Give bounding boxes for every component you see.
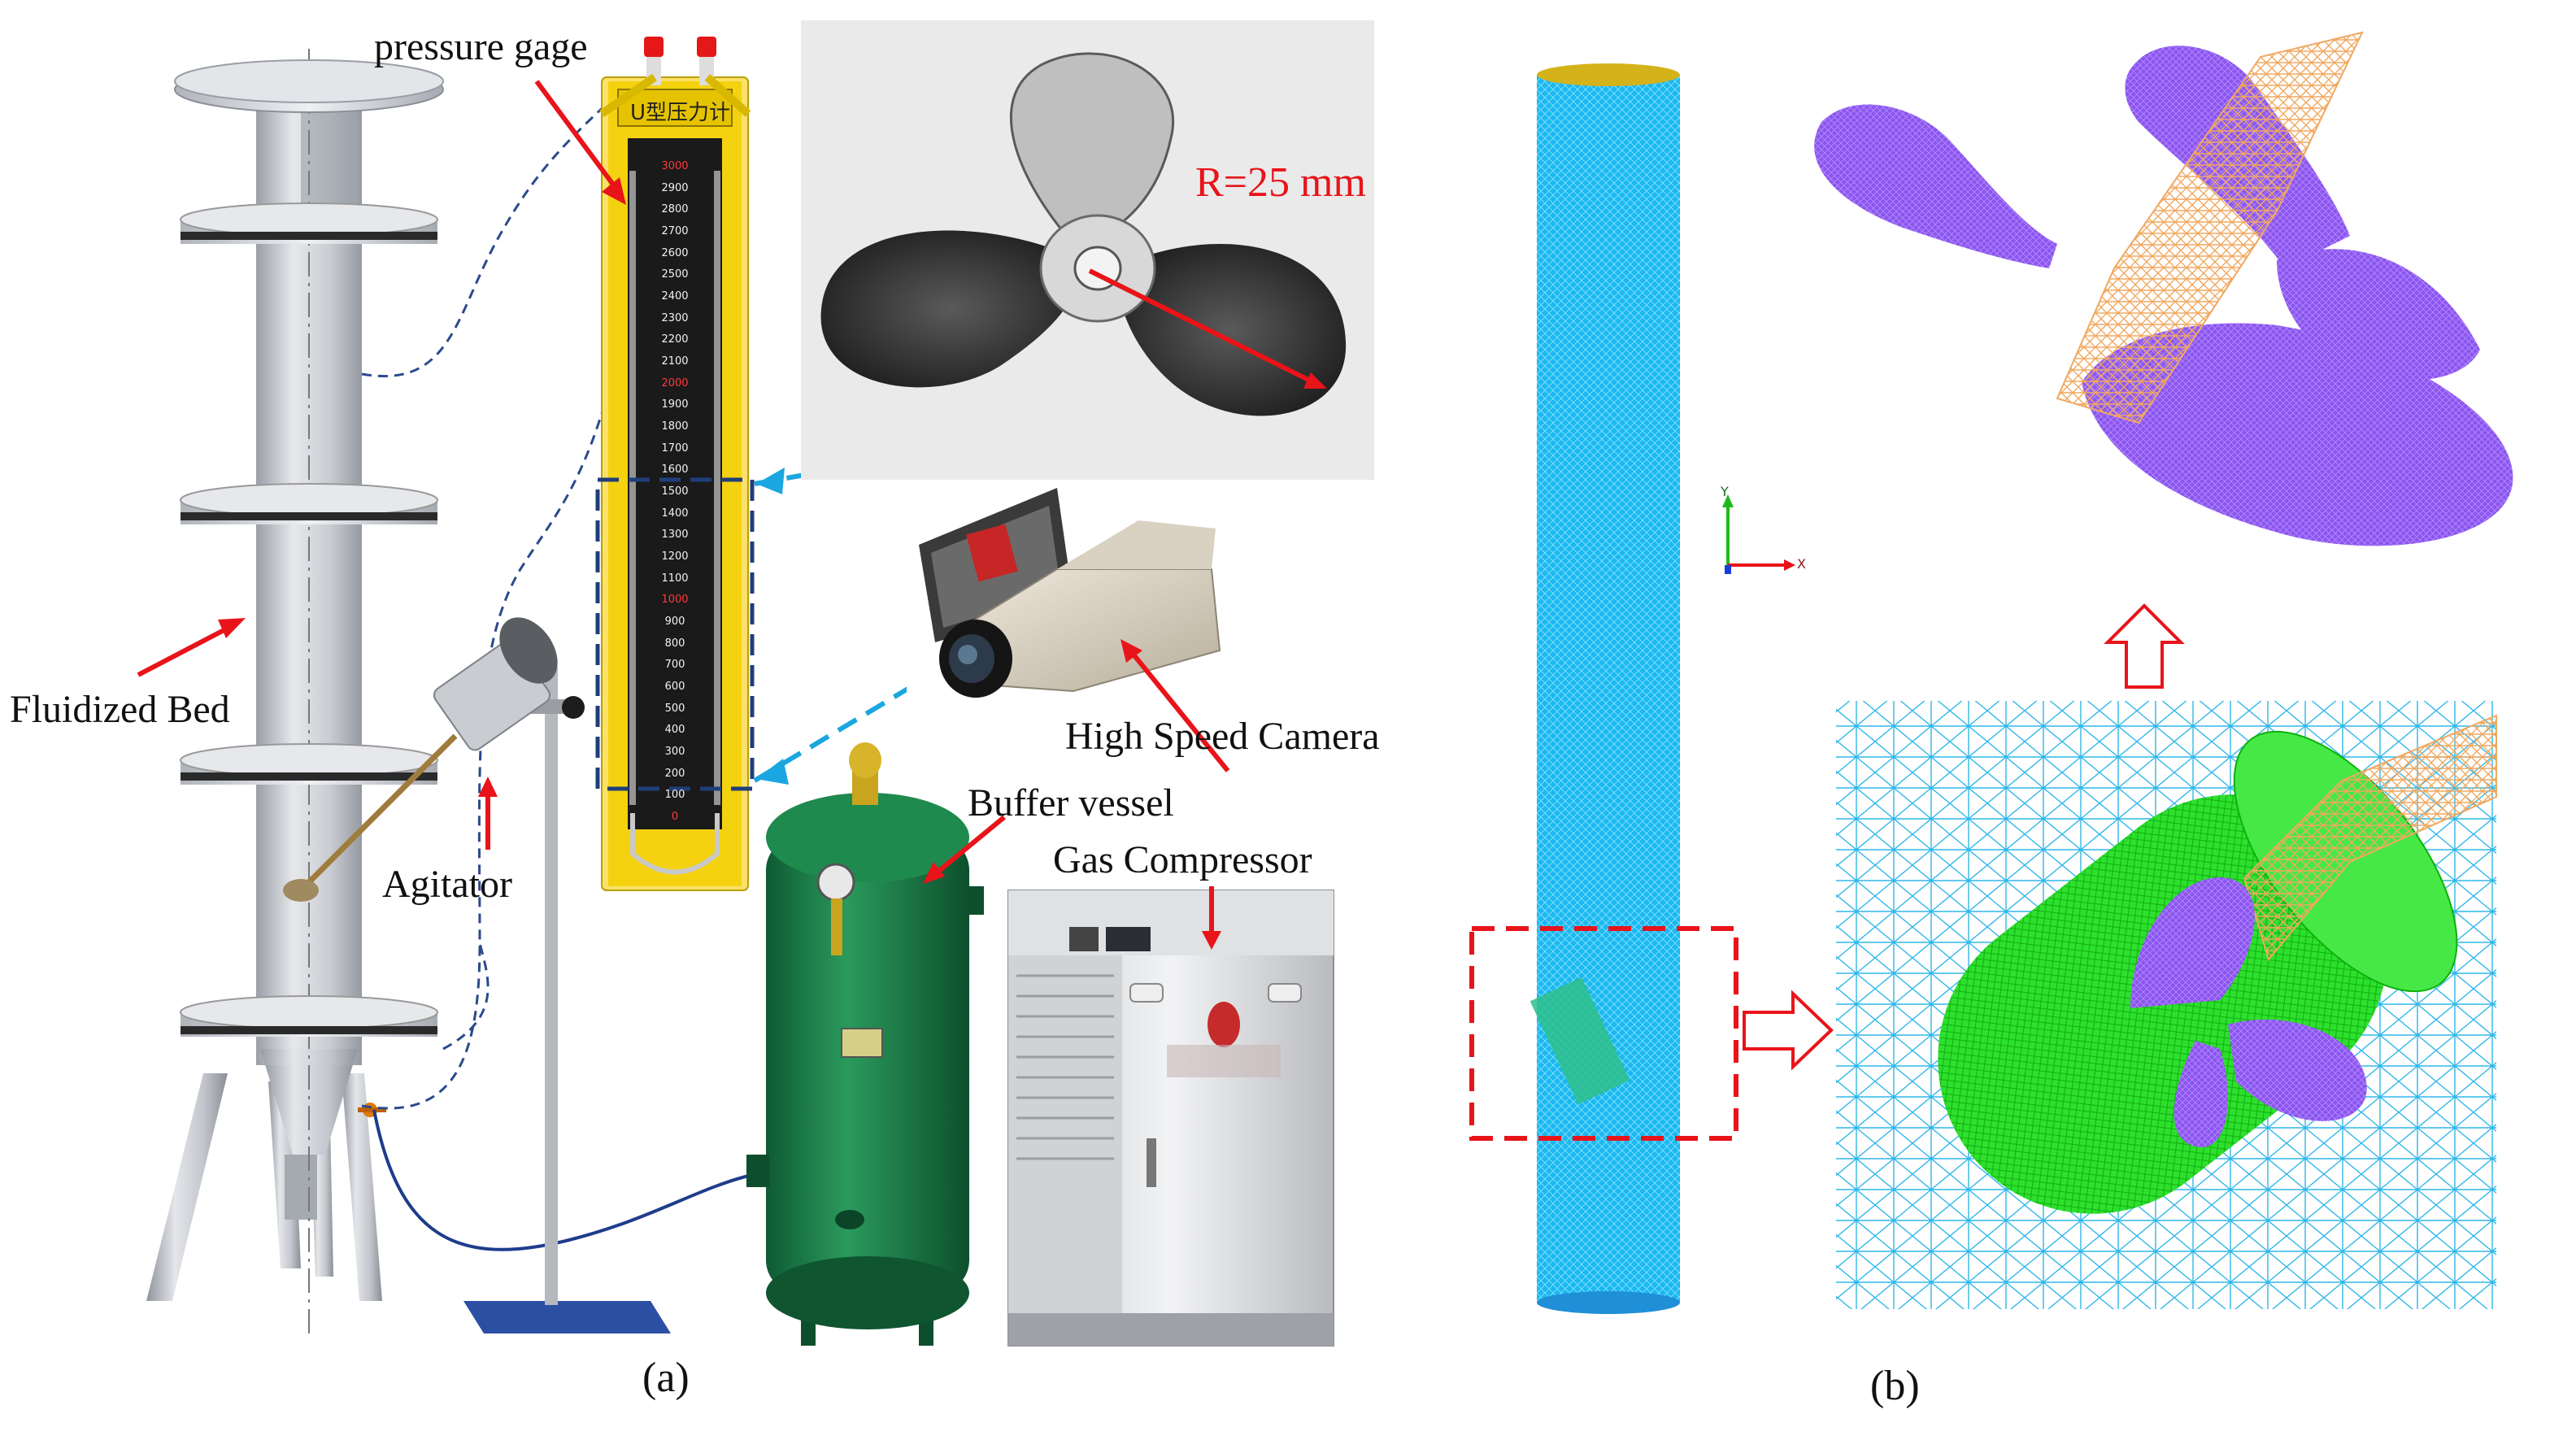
agitator-motor [283, 617, 558, 902]
manometer-tick-label: 1900 [661, 398, 689, 411]
manometer-tick-label: 1700 [661, 442, 689, 455]
panel-b: Y X (b) [1464, 0, 2576, 1440]
manometer-tick-label: 1500 [661, 485, 689, 498]
label-gas-compressor: Gas Compressor [1053, 838, 1312, 881]
label-high-speed-camera: High Speed Camera [1065, 715, 1380, 758]
caption-a: (a) [642, 1355, 690, 1401]
manometer-tick-label: 1600 [661, 463, 689, 476]
high-speed-camera-photo [907, 488, 1221, 703]
label-agitator: Agitator [382, 863, 512, 906]
pressure-tubes [361, 89, 652, 1110]
flange-top [174, 59, 444, 113]
column-mesh [1530, 63, 1680, 1314]
zoom-arrow-up [2104, 603, 2185, 689]
gas-compressor [1007, 890, 1334, 1346]
buffer-vessel [746, 742, 984, 1346]
axis-y-label: Y [1721, 484, 1729, 499]
manometer-tick-label: 2800 [661, 203, 689, 216]
manometer-tick-label: 0 [671, 811, 679, 823]
label-buffer-vessel: Buffer vessel [968, 781, 1174, 824]
flange-3 [180, 743, 438, 785]
panel-b-drawing [1469, 31, 2513, 1314]
manometer-tick-label: 1400 [661, 507, 689, 520]
manometer-tick-label: 2700 [661, 225, 689, 237]
impeller-photo [801, 20, 1374, 480]
axis-x-label: X [1797, 556, 1806, 572]
manometer-tick-label: 500 [664, 702, 685, 715]
zoom-arrow-right [1743, 990, 1834, 1071]
manometer-tick-label: 100 [664, 789, 685, 802]
manometer-tick-label: 1200 [661, 550, 689, 563]
manometer [599, 37, 751, 891]
fluidized-bed [146, 49, 444, 1333]
label-fluidized-bed: Fluidized Bed [10, 688, 230, 731]
manometer-tick-label: 200 [664, 767, 685, 780]
manometer-tick-label: 900 [664, 616, 685, 628]
flange-2 [180, 483, 438, 524]
axis-triad [1722, 494, 1795, 574]
manometer-tick-label: 2100 [661, 355, 689, 368]
agitator-stand [463, 667, 671, 1333]
manometer-tick-label: 2000 [661, 376, 689, 389]
manometer-title: U型压力计 [630, 101, 731, 125]
manometer-tick-label: 2500 [661, 268, 689, 281]
manometer-tick-label: 1300 [661, 529, 689, 542]
manometer-tick-label: 800 [664, 637, 685, 650]
flange-1 [180, 202, 438, 244]
manometer-tick-label: 300 [664, 746, 685, 758]
label-pressure-gage: pressure gage [374, 25, 588, 68]
manometer-tick-label: 2900 [661, 181, 689, 194]
label-radius: R=25 mm [1195, 159, 1366, 206]
manometer-tick-label: 2400 [661, 290, 689, 302]
manometer-tick-label: 2300 [661, 311, 689, 324]
camera-view-box [595, 477, 755, 791]
manometer-tick-label: 400 [664, 724, 685, 737]
manometer-tick-label: 600 [664, 681, 685, 693]
manometer-tick-label: 1000 [661, 594, 689, 607]
manometer-tick-label: 2200 [661, 333, 689, 346]
manometer-tick-label: 700 [664, 659, 685, 672]
zoom-mesh-panel [1836, 701, 2497, 1309]
manometer-tick-label: 1100 [661, 572, 689, 585]
panel-a-drawing [137, 20, 1374, 1346]
manometer-tick-label: 2600 [661, 246, 689, 259]
manometer-tick-label: 1800 [661, 420, 689, 433]
caption-b: (b) [1870, 1363, 1920, 1409]
red-arrows [137, 80, 1327, 950]
flange-4 [180, 995, 438, 1037]
manometer-tick-label: 3000 [661, 160, 689, 172]
gas-line [372, 1109, 753, 1251]
impeller-mesh-detail [1814, 31, 2513, 546]
